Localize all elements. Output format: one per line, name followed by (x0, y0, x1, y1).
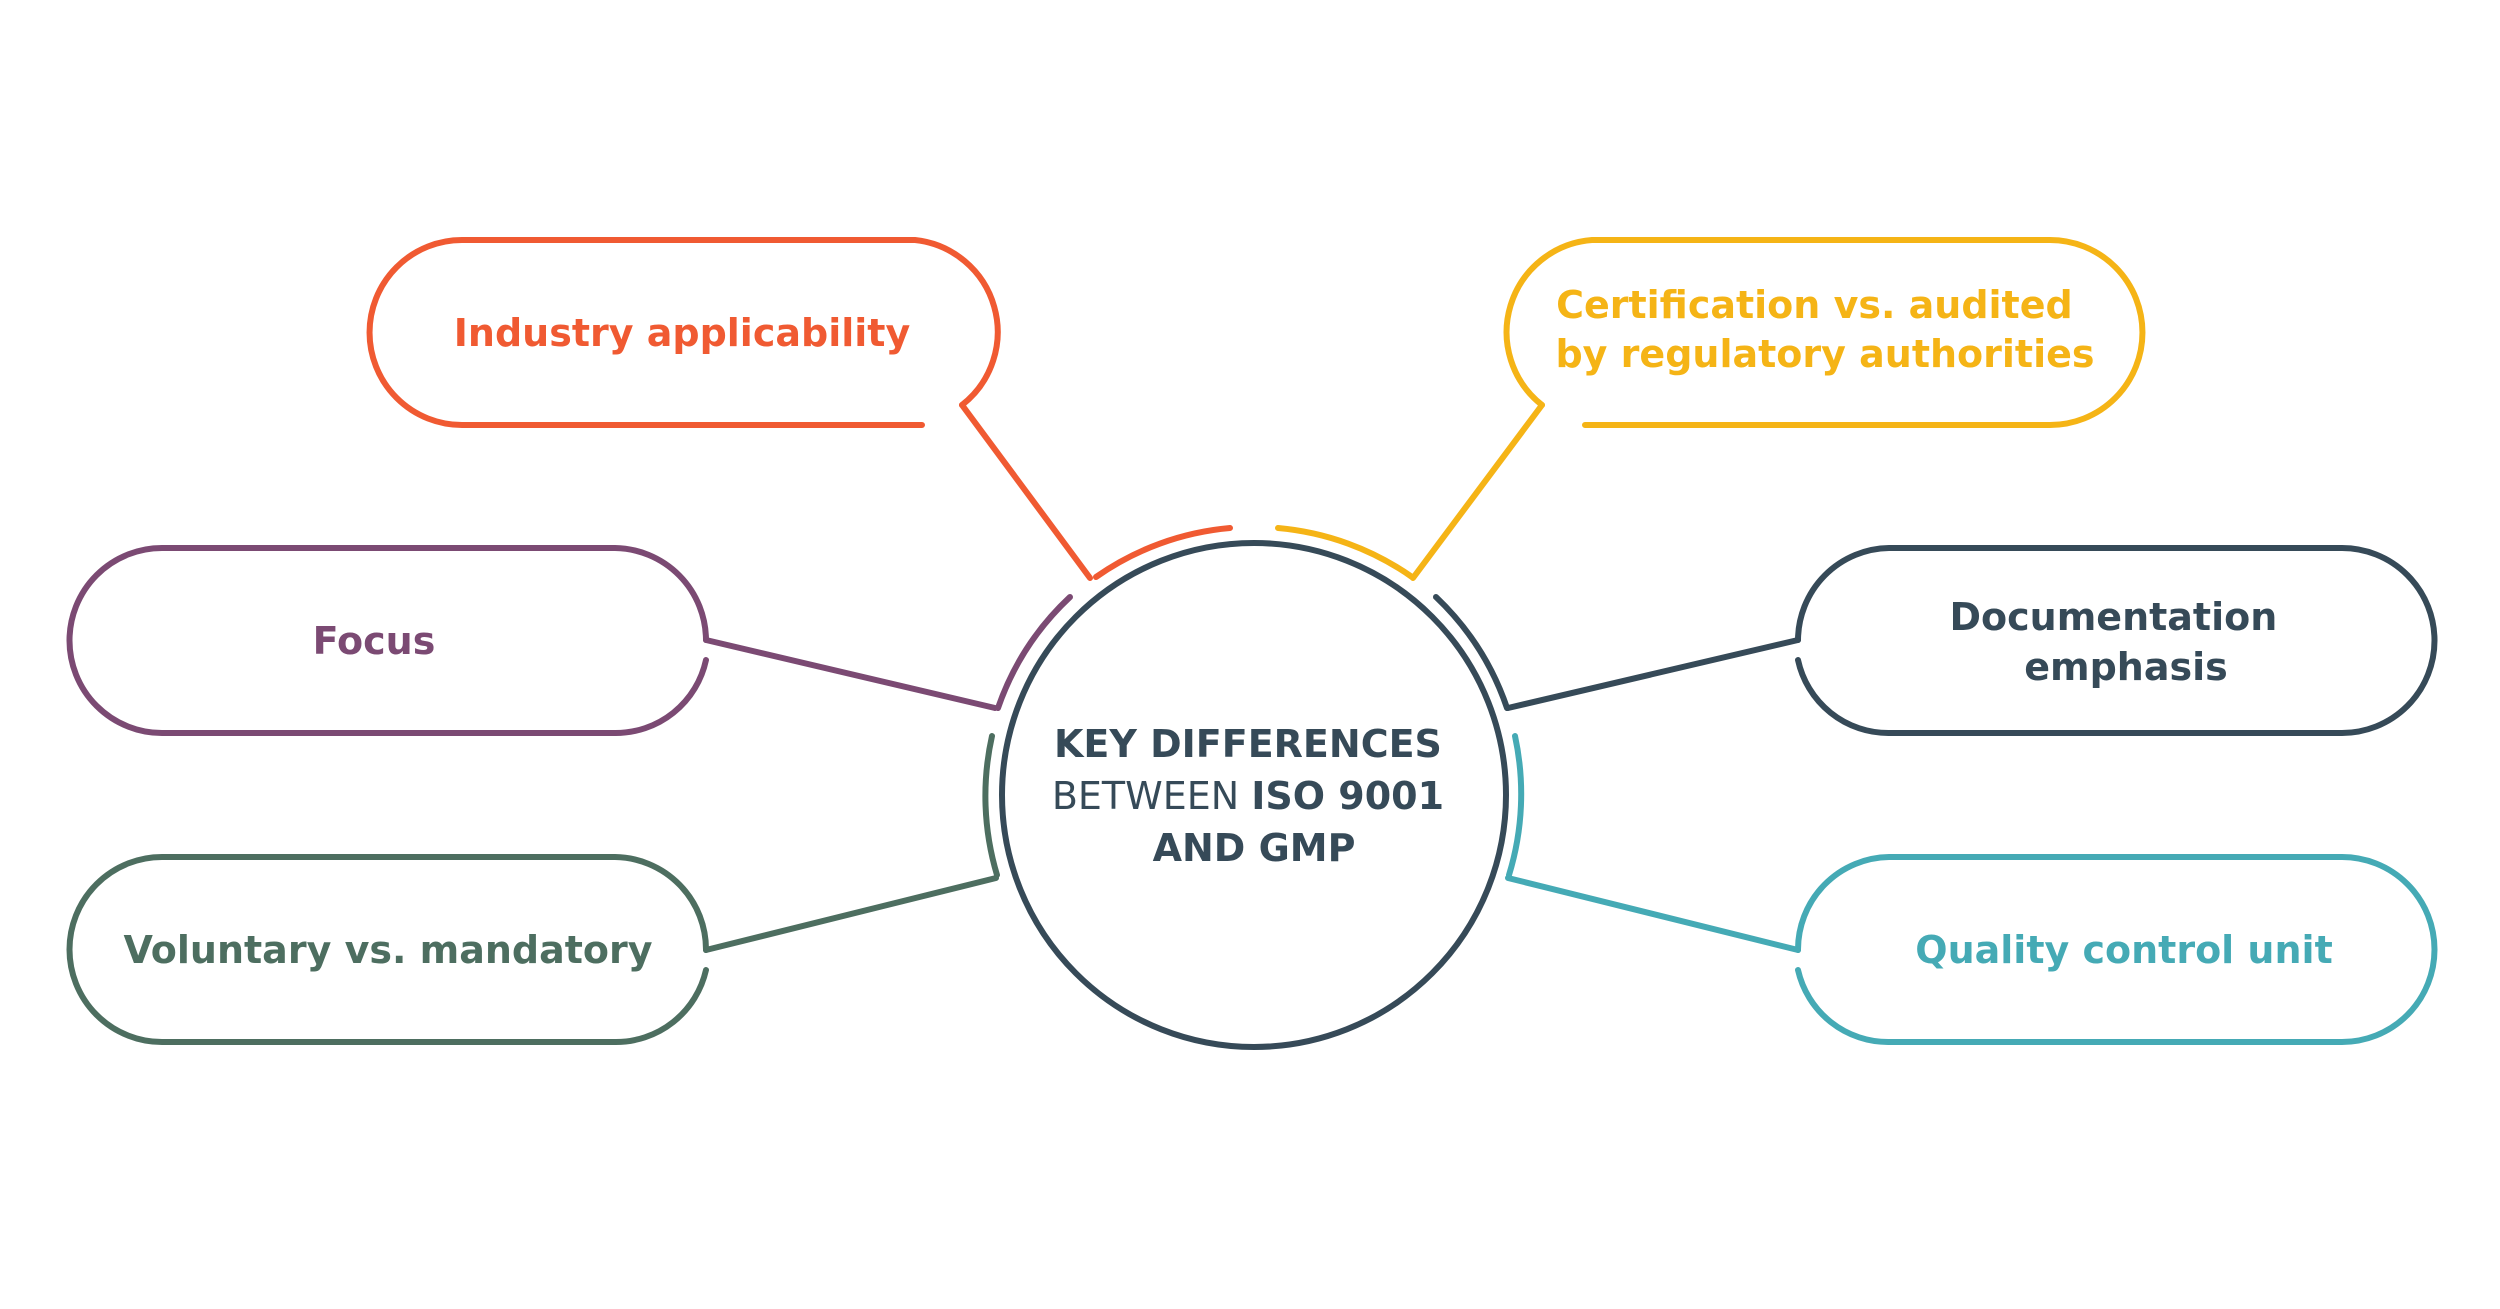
center-title-line1: KEY DIFFERENCES (1054, 722, 1442, 766)
node-industry-shape (366, 237, 1001, 428)
arc-documentation (1433, 594, 1510, 711)
center-circle (999, 540, 1509, 1050)
node-voluntary-label: Voluntary vs. mandatory (123, 928, 652, 972)
connector-focus (703, 637, 998, 711)
node-certification-label: Certification vs. audited by regulatory … (1555, 283, 2094, 376)
center-title-line3: AND GMP (1153, 826, 1356, 870)
center-title: KEY DIFFERENCES BETWEEN ISO 9001 AND GMP (1052, 722, 1456, 870)
connector-certification (1410, 402, 1545, 581)
node-focus-line-1: Focus (313, 619, 436, 663)
node-quality-shape (1794, 854, 2438, 1046)
node-certification-line-1: Certification vs. audited (1556, 283, 2073, 327)
node-voluntary-shape (66, 854, 710, 1046)
node-certification-shape (1503, 237, 2146, 428)
center-title-line2-light: BETWEEN (1052, 774, 1251, 818)
node-documentation-line-2: emphasis (2024, 645, 2228, 689)
center-title-line2-bold: ISO 9001 (1251, 774, 1444, 818)
node-documentation-shape (1795, 545, 2438, 737)
connector-industry (959, 402, 1093, 581)
arc-certification (1275, 525, 1415, 580)
arc-focus (995, 594, 1073, 711)
node-quality-label: Quality control unit (1915, 928, 2332, 972)
connector-quality (1505, 875, 1801, 953)
arc-quality (1506, 733, 1525, 878)
connector-documentation (1505, 637, 1801, 711)
node-certification-line-2: by regulatory authorities (1555, 332, 2094, 376)
connector-voluntary (703, 875, 999, 953)
node-industry-line-1: Industry applicability (454, 311, 911, 355)
node-industry-label: Industry applicability (454, 311, 911, 355)
node-documentation-line-1: Documentation (1949, 595, 2277, 639)
arc-industry (1093, 525, 1233, 580)
node-voluntary-line-1: Voluntary vs. mandatory (123, 928, 652, 972)
node-focus-shape (66, 545, 709, 737)
node-focus-label: Focus (313, 619, 436, 663)
node-documentation-label: Documentation emphasis (1949, 595, 2290, 689)
center-title-line2: BETWEEN ISO 9001 (1052, 774, 1444, 818)
arc-voluntary (982, 733, 1000, 878)
node-quality-line-1: Quality control unit (1915, 928, 2332, 972)
